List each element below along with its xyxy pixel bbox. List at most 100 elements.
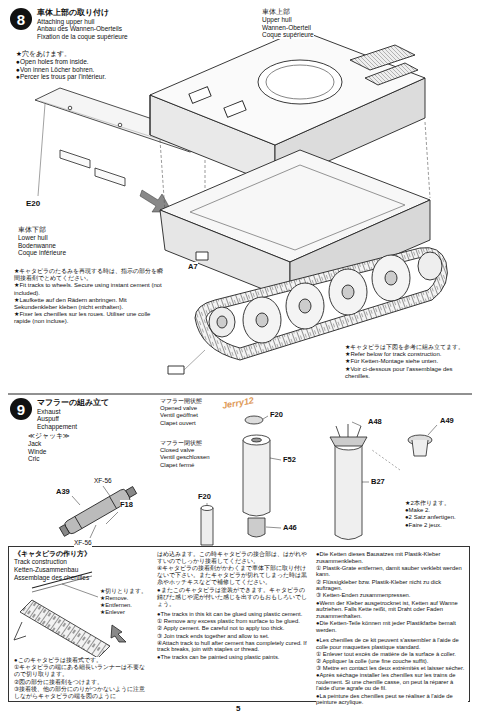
instruction-text: ●このキャタピラは接着式です。 bbox=[14, 657, 102, 664]
muffler-assembly bbox=[335, 445, 362, 540]
jack-part bbox=[58, 484, 138, 538]
note-text: ●Faire 2 jeux. bbox=[405, 522, 442, 529]
jack-part bbox=[106, 512, 118, 524]
instruction-text: ① Remove any excess plastic from surface… bbox=[157, 618, 300, 625]
note-text: ★Entfernen. bbox=[100, 602, 132, 609]
part-number: F20 bbox=[198, 492, 211, 501]
exhaust-part bbox=[243, 440, 270, 516]
instruction-text: ① Enlever tout excès de matière de la su… bbox=[316, 651, 456, 658]
part-caption: マフラー開状態 bbox=[160, 398, 202, 405]
track-wheels bbox=[299, 299, 311, 313]
e20-plate bbox=[68, 106, 72, 110]
jack-part bbox=[90, 525, 96, 538]
instruction-text: ②図の部分に接着剤をつけます。 bbox=[14, 679, 103, 686]
note-text: ●Open holes from inside. bbox=[16, 58, 89, 66]
instruction-text: ④キャタピラの接着剤がかわくまで車体下部に取り付けないで下さい。またキャタピラが… bbox=[157, 565, 309, 586]
lower-hull bbox=[184, 350, 205, 370]
upper-hull bbox=[189, 87, 211, 104]
e20-plate bbox=[60, 150, 90, 168]
jack-part bbox=[109, 496, 116, 508]
step-title: Attaching upper hull bbox=[37, 18, 128, 26]
jack-part bbox=[58, 484, 138, 538]
note-text: ★Fixer les chenilles sur les roues. Util… bbox=[14, 311, 164, 325]
part-caption: Closed valve bbox=[160, 447, 194, 454]
exhaust-part bbox=[201, 506, 213, 511]
track-segment bbox=[14, 572, 126, 658]
upper-hull bbox=[266, 65, 334, 99]
step-title: 車体上部の取り付け bbox=[37, 8, 128, 18]
muffler-assembly bbox=[428, 425, 437, 435]
jack-part bbox=[126, 487, 137, 498]
upper-hull bbox=[365, 63, 418, 85]
upper-hull bbox=[224, 101, 246, 118]
track-segment bbox=[62, 584, 98, 597]
exhaust-part bbox=[248, 518, 265, 537]
upper-hull bbox=[150, 30, 425, 145]
instruction-text: ●Wenn der Kleber ausgetrocknet ist, Kett… bbox=[316, 600, 468, 620]
part-caption: 車体下部 bbox=[18, 226, 46, 234]
part-caption: Coque inférieure bbox=[18, 249, 66, 257]
upper-hull bbox=[150, 95, 151, 135]
track-wheels bbox=[243, 297, 281, 343]
part-caption: Upper hull bbox=[262, 16, 292, 24]
note-text: ★Refer below for track construction. bbox=[345, 351, 441, 358]
note-text: ★穴をあけます。 bbox=[16, 50, 71, 58]
muffler-assembly bbox=[336, 426, 340, 437]
divider-line bbox=[8, 394, 472, 395]
instruction-text: ③ Ketten-Enden zusammenpressen. bbox=[316, 592, 410, 599]
track-wheels bbox=[418, 252, 442, 280]
muffler-assembly bbox=[330, 437, 367, 446]
exhaust-part bbox=[263, 416, 268, 419]
step-title: Fixation de la coque supérieure bbox=[37, 33, 128, 41]
note-text: ★Für Ketten-Montage siehe unten. bbox=[345, 358, 438, 365]
assembly-guide bbox=[425, 122, 430, 198]
note-text: ★Laufkette auf den Rädern anbringen. Mit… bbox=[14, 297, 164, 311]
track-segment bbox=[20, 600, 110, 658]
part-number: F18 bbox=[120, 500, 133, 509]
e20-plate bbox=[118, 123, 122, 127]
track-wheels bbox=[385, 271, 397, 285]
exhaust-part bbox=[266, 527, 281, 528]
muffler-assembly bbox=[372, 450, 400, 470]
instruction-text: ●The tracks in this kit can be glued usi… bbox=[157, 611, 302, 618]
instruction-text: はめ込みます。この時キャタピラの接合部は、はがれやすいのでしっかり接着してくださ… bbox=[157, 551, 309, 565]
track-wheels bbox=[286, 283, 324, 329]
part-number: F20 bbox=[270, 410, 283, 419]
track-wheels bbox=[329, 269, 367, 315]
instruction-text: ④Attach track to hull after cement has c… bbox=[157, 640, 309, 653]
muffler-assembly bbox=[348, 424, 349, 437]
note-text: ★Fit tracks to wheels. Secure using inst… bbox=[14, 282, 164, 296]
instruction-text: ② Apply cement. Be careful not to apply … bbox=[157, 625, 284, 632]
step-title: Exhaust bbox=[37, 408, 109, 416]
instruction-text: ③ Join track ends together and allow to … bbox=[157, 633, 269, 640]
exhaust-part bbox=[252, 438, 262, 442]
step-number: 8 bbox=[10, 8, 32, 30]
lower-hull bbox=[190, 165, 405, 250]
jack-part bbox=[103, 486, 110, 496]
part-caption: ≪ジャッキ≫ bbox=[28, 432, 70, 440]
exhaust-part bbox=[207, 503, 208, 505]
part-caption: Winde bbox=[28, 448, 46, 456]
exhaust-part bbox=[245, 416, 263, 424]
track-wheels bbox=[209, 307, 235, 337]
e20-plate bbox=[38, 104, 45, 196]
part-number: A39 bbox=[56, 487, 70, 496]
note-text: ★キャタピラのたるみを再現する時は、指示の部分を瞬間接着剤でとめてください。 bbox=[14, 268, 164, 282]
note-text: ●2 Satz anfertigen. bbox=[405, 514, 456, 521]
e20-plate bbox=[95, 168, 125, 186]
step-number: 9 bbox=[10, 398, 32, 420]
page-number: 5 bbox=[236, 704, 240, 714]
instruction-text: ③ Mettre en contact les deux extrémités … bbox=[316, 665, 464, 672]
track-wheels bbox=[256, 313, 268, 327]
track-wheels bbox=[217, 316, 227, 328]
instruction-text: ① Plastik-Grate entfernen, damit sauber … bbox=[316, 565, 468, 578]
lower-hull bbox=[196, 252, 208, 260]
jack-part bbox=[72, 496, 80, 505]
note-text: ●Make 2. bbox=[405, 507, 430, 514]
step-title: Anbau des Wannen-Oberteils bbox=[37, 25, 128, 33]
note-text: ●Percer les trous par l'intérieur. bbox=[16, 73, 106, 81]
lower-hull bbox=[168, 366, 184, 374]
note-text: ★キャタピラは下図を参考に組み立てます。 bbox=[345, 344, 464, 351]
part-caption: Bodenwanne bbox=[18, 242, 56, 250]
part-caption: Clapet ouvert bbox=[160, 420, 196, 427]
